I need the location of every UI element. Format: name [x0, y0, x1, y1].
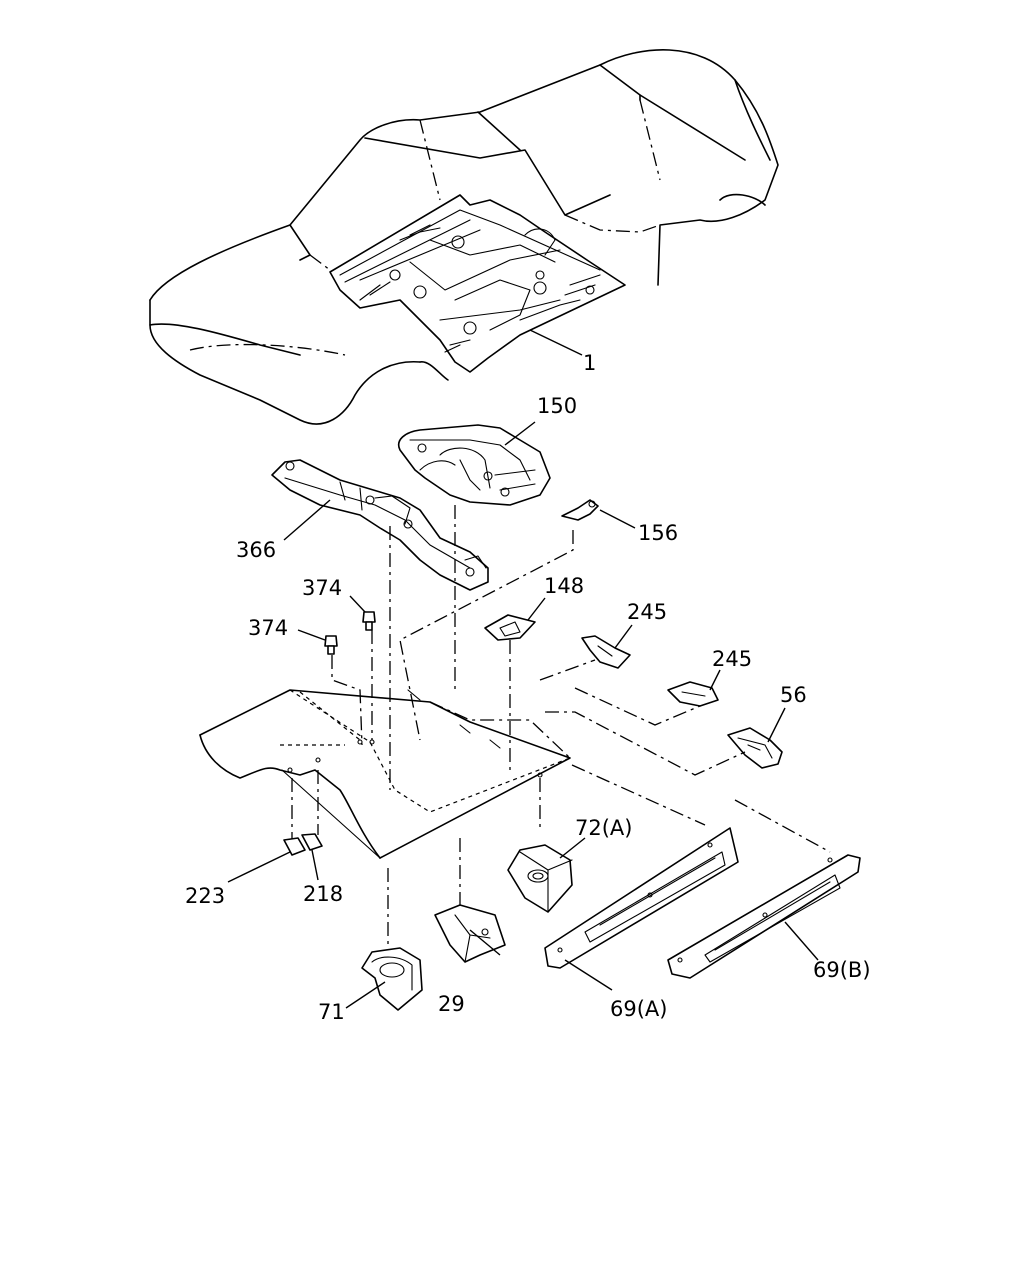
bolt-part-374-upper	[362, 611, 376, 631]
bracket-part-156	[561, 499, 599, 521]
bracket-part-245-lower	[667, 681, 719, 707]
callout-245-lower: 245	[712, 647, 752, 671]
callout-148: 148	[544, 574, 584, 598]
leader-line-72a	[559, 837, 586, 859]
callout-374-upper: 374	[302, 576, 342, 600]
leader-line-69a	[564, 959, 613, 991]
bracket-part-29	[434, 904, 506, 963]
callout-71: 71	[318, 1000, 345, 1024]
leader-line-1	[529, 329, 583, 356]
leader-line-245-upper	[614, 624, 633, 649]
side-rail-part-69a	[544, 827, 739, 969]
callout-72a: 72(A)	[575, 816, 632, 840]
callout-223: 223	[185, 884, 225, 908]
callout-245-upper: 245	[627, 600, 667, 624]
callout-218: 218	[303, 882, 343, 906]
leader-line-218	[311, 849, 319, 881]
bracket-part-245-upper	[581, 635, 631, 669]
leader-line-245-lower	[709, 669, 721, 691]
callout-29: 29	[438, 992, 465, 1016]
leader-line-148	[527, 597, 546, 621]
leader-line-156	[599, 509, 636, 529]
leader-line-71	[345, 981, 386, 1009]
tunnel-reinforcement-part-150	[398, 424, 551, 506]
lower-floor-assembly-outline	[199, 689, 571, 859]
crossmember-part-366	[271, 459, 489, 591]
callout-150: 150	[537, 394, 577, 418]
bracket-part-223	[283, 837, 306, 856]
floor-panel-part-1	[329, 194, 626, 373]
callout-1: 1	[583, 351, 596, 375]
callout-labels: 1 150 366 156 374 374 148 245 245 56 72(…	[185, 351, 871, 1024]
mount-bracket-part-71	[361, 947, 423, 1011]
leader-line-29	[469, 929, 501, 956]
vehicle-body-outline	[149, 49, 779, 425]
leader-line-69b	[784, 921, 819, 961]
leader-line-374-upper	[349, 595, 366, 613]
mount-bracket-part-72a	[507, 844, 573, 913]
callout-69b: 69(B)	[813, 958, 871, 982]
leader-line-374-lower	[297, 629, 326, 641]
leader-line-150	[504, 421, 536, 446]
leader-line-56	[767, 707, 786, 743]
callout-366: 366	[236, 538, 276, 562]
leader-line-366	[283, 499, 331, 541]
leader-line-223	[227, 851, 291, 883]
plate-part-148	[484, 614, 536, 641]
callout-69a: 69(A)	[610, 997, 667, 1021]
bracket-part-56	[727, 727, 783, 769]
callout-56: 56	[780, 683, 807, 707]
callout-156: 156	[638, 521, 678, 545]
mounting-axis-lines	[291, 505, 831, 945]
bracket-part-218	[301, 833, 323, 851]
bolt-part-374-lower	[324, 635, 338, 655]
callout-374-lower: 374	[248, 616, 288, 640]
side-rail-part-69b	[667, 854, 861, 979]
